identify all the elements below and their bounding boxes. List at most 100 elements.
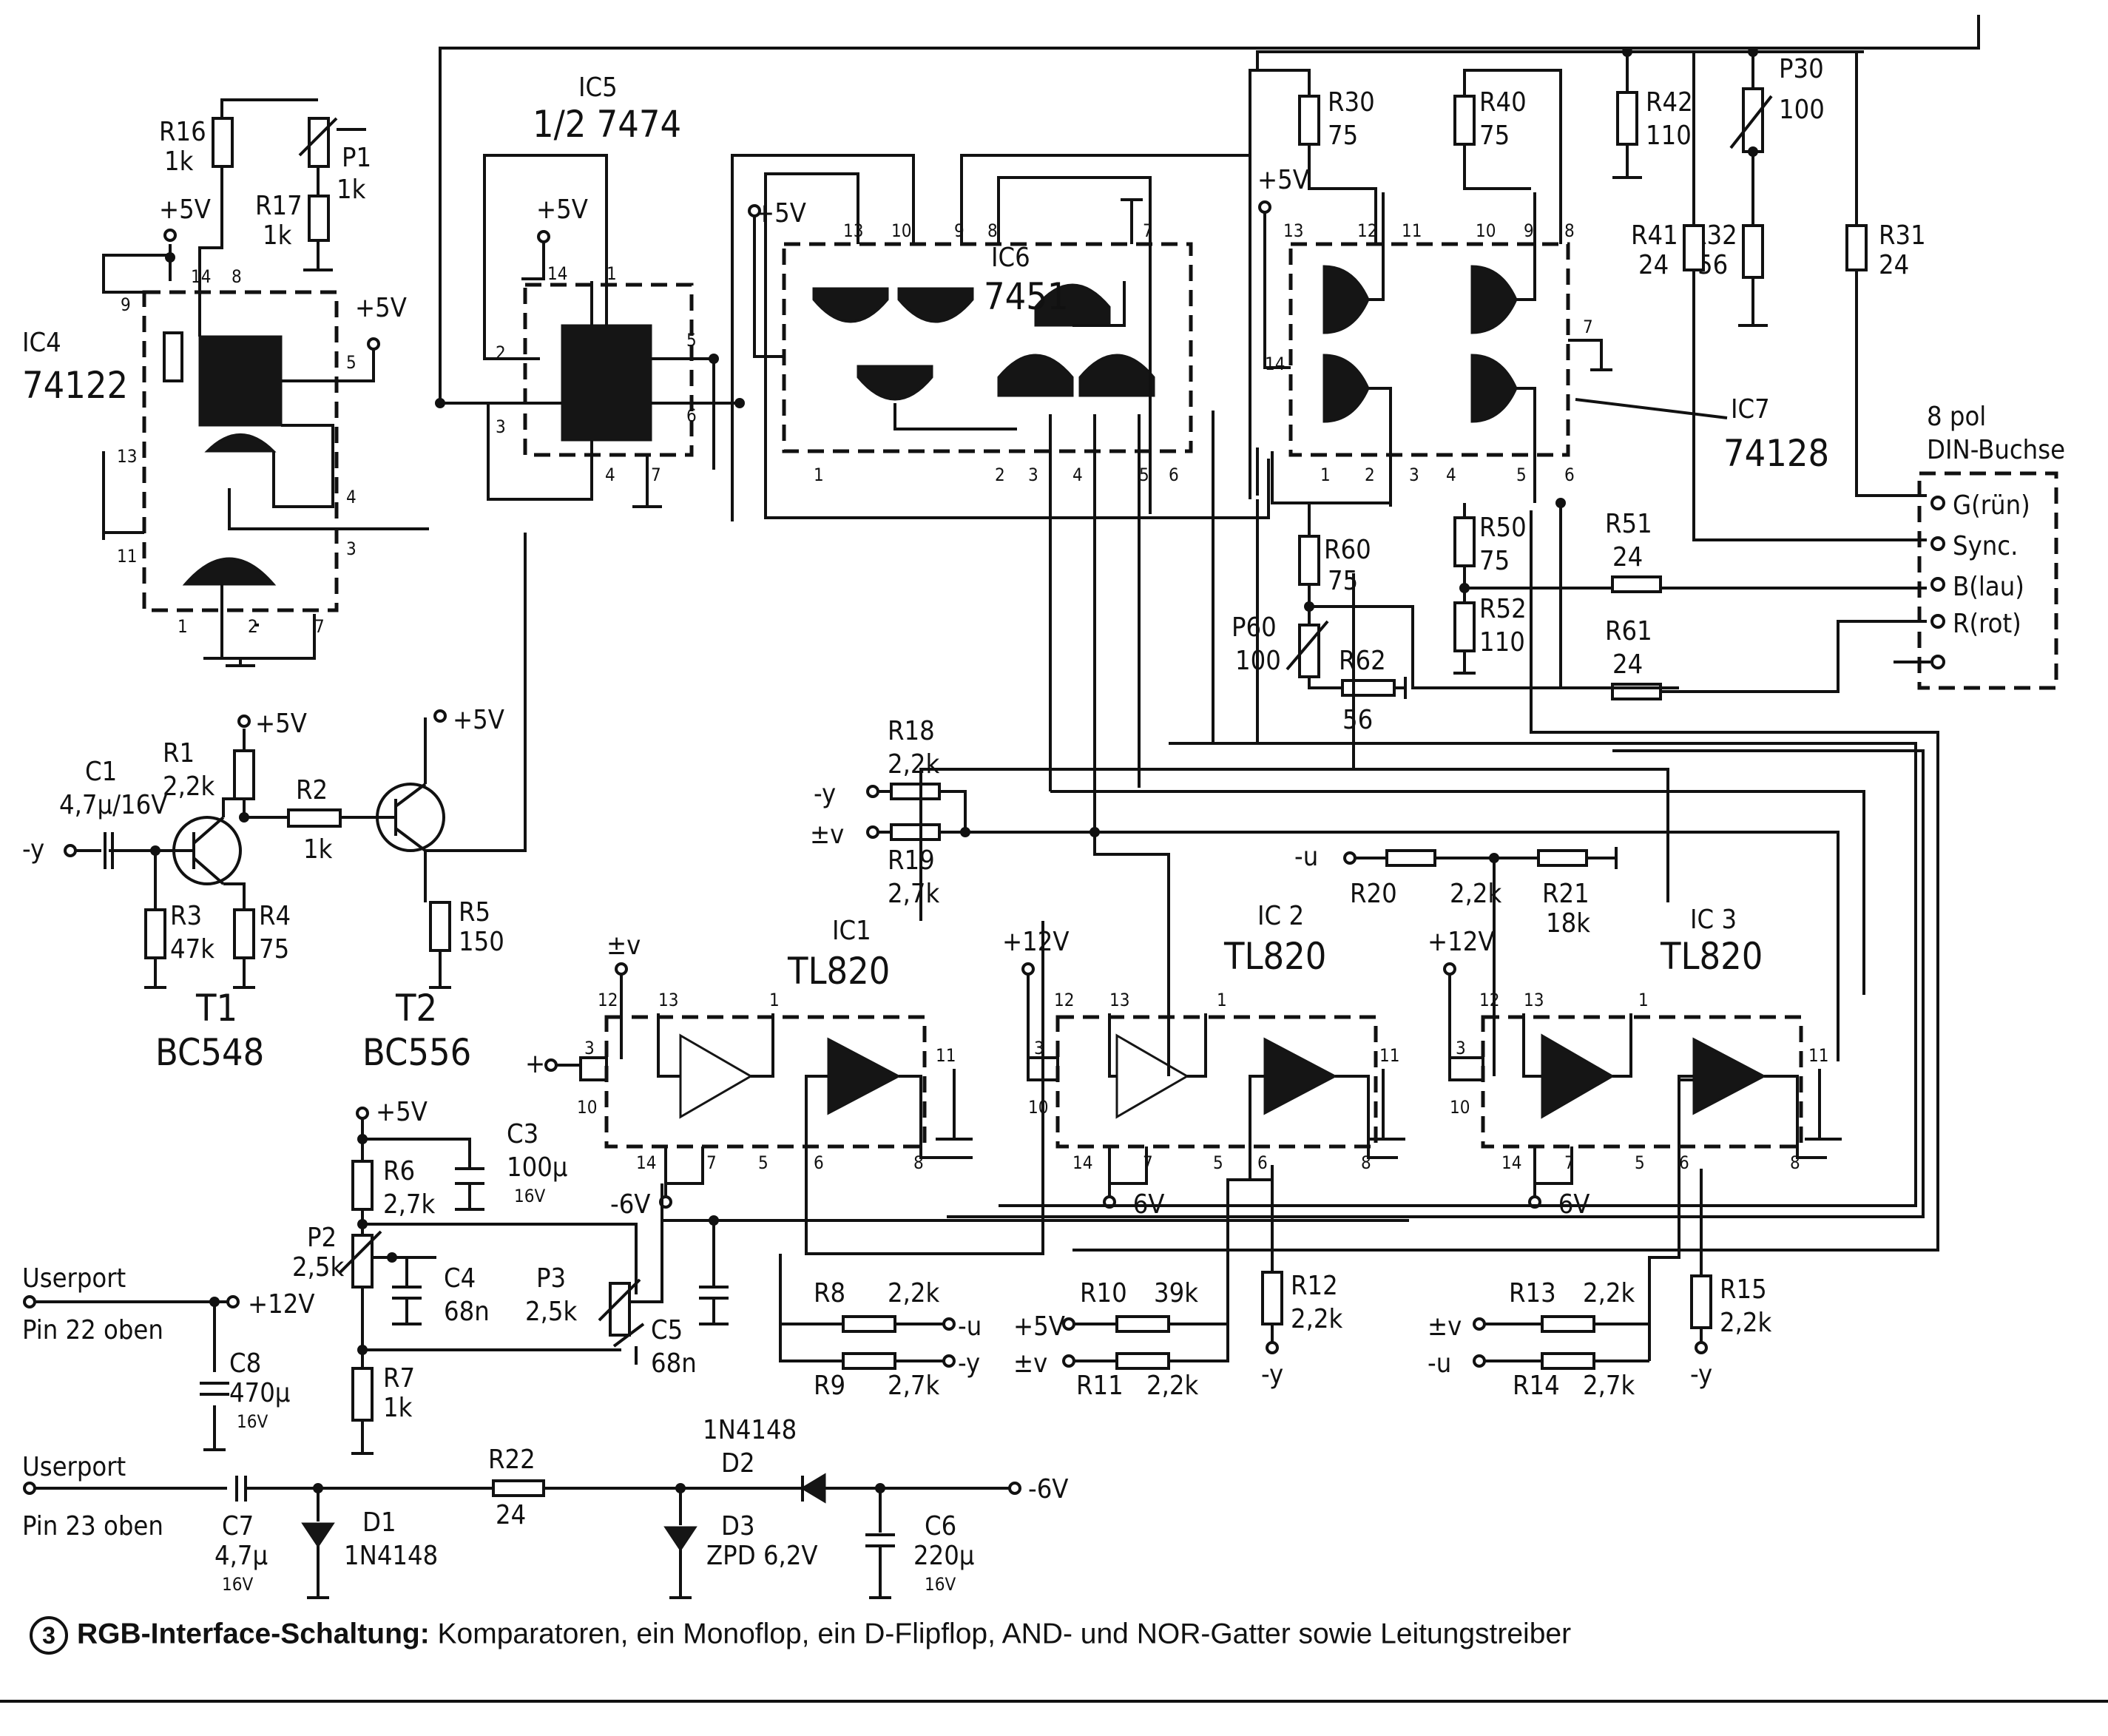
power-supply: Userport Pin 22 oben +12V C8 470µ 16V Us… <box>22 1263 1068 1599</box>
svg-text:5: 5 <box>686 330 697 351</box>
svg-text:11: 11 <box>1808 1045 1828 1066</box>
svg-text:14: 14 <box>1501 1152 1521 1173</box>
svg-text:2,7k: 2,7k <box>383 1189 435 1220</box>
svg-text:R12: R12 <box>1291 1271 1338 1301</box>
output-network: R30 75 R40 75 R42 110 P30 100 R32 56 R41… <box>439 15 1980 735</box>
din-pin-b: B(lau) <box>1953 572 2024 602</box>
svg-text:R19: R19 <box>888 845 935 876</box>
svg-text:ZPD 6,2V: ZPD 6,2V <box>706 1541 818 1571</box>
svg-text:IC 2: IC 2 <box>1257 901 1304 931</box>
svg-text:24: 24 <box>1612 649 1643 680</box>
svg-text:P30: P30 <box>1779 54 1824 84</box>
svg-text:5: 5 <box>1635 1152 1645 1173</box>
svg-text:5: 5 <box>758 1152 768 1173</box>
svg-text:1: 1 <box>769 990 780 1010</box>
svg-text:13: 13 <box>117 446 137 467</box>
svg-text:10: 10 <box>577 1097 597 1118</box>
comparator-input-resistors: R8 2,2k R9 2,7k -u -y R10 39k R11 2,2k +… <box>779 1078 1771 1401</box>
svg-text:R60: R60 <box>1324 535 1371 565</box>
svg-text:14: 14 <box>1265 354 1285 374</box>
svg-text:8: 8 <box>987 220 998 241</box>
svg-text:24: 24 <box>1638 250 1669 280</box>
svg-text:R42: R42 <box>1646 87 1693 118</box>
svg-text:2: 2 <box>1365 465 1375 485</box>
svg-text:16V: 16V <box>237 1411 268 1432</box>
svg-text:150: 150 <box>459 927 504 957</box>
svg-text:14: 14 <box>636 1152 656 1173</box>
svg-text:4: 4 <box>1072 465 1083 485</box>
svg-text:D1: D1 <box>362 1507 396 1538</box>
svg-text:R22: R22 <box>488 1445 536 1475</box>
svg-text:±v: ±v <box>810 820 844 850</box>
svg-text:13: 13 <box>1524 990 1544 1010</box>
svg-text:24: 24 <box>1879 250 1909 280</box>
svg-text:1: 1 <box>1217 990 1227 1010</box>
svg-text:24: 24 <box>496 1500 526 1530</box>
svg-text:R6: R6 <box>383 1156 415 1186</box>
svg-text:10: 10 <box>1450 1097 1470 1118</box>
svg-text:R18: R18 <box>888 716 935 746</box>
svg-text:2,7k: 2,7k <box>888 879 939 909</box>
svg-text:R11: R11 <box>1076 1371 1124 1401</box>
svg-text:2,2k: 2,2k <box>1146 1371 1198 1401</box>
svg-text:-y: -y <box>1261 1360 1283 1390</box>
svg-text:8 pol: 8 pol <box>1927 402 1986 432</box>
svg-text:14: 14 <box>547 263 567 284</box>
svg-text:R31: R31 <box>1879 220 1926 251</box>
svg-text:4: 4 <box>1446 465 1456 485</box>
svg-text:-y: -y <box>22 834 44 865</box>
svg-text:C4: C4 <box>444 1263 476 1294</box>
ic4-vcc-label: +5V <box>159 195 211 225</box>
svg-text:C3: C3 <box>507 1119 538 1149</box>
svg-text:R51: R51 <box>1605 509 1652 539</box>
svg-text:75: 75 <box>1328 121 1358 151</box>
svg-text:1: 1 <box>1320 465 1331 485</box>
svg-text:Userport: Userport <box>22 1263 126 1294</box>
svg-text:3: 3 <box>1028 465 1038 485</box>
din-pin-g: G(rün) <box>1953 490 2030 521</box>
svg-text:Pin 22 oben: Pin 22 oben <box>22 1315 163 1345</box>
svg-text:IC5: IC5 <box>578 72 618 103</box>
svg-text:Pin 23 oben: Pin 23 oben <box>22 1511 163 1541</box>
svg-text:+5V: +5V <box>453 705 504 735</box>
svg-text:P3: P3 <box>536 1263 566 1294</box>
svg-text:68n: 68n <box>651 1348 697 1379</box>
svg-text:P2: P2 <box>307 1223 337 1253</box>
svg-text:1N4148: 1N4148 <box>703 1415 797 1445</box>
svg-text:C8: C8 <box>229 1348 261 1379</box>
svg-text:+5V: +5V <box>536 195 588 225</box>
svg-text:6: 6 <box>1257 1152 1268 1173</box>
svg-text:2,2k: 2,2k <box>1291 1304 1342 1334</box>
svg-text:TL820: TL820 <box>787 950 890 993</box>
interconnect-wires <box>919 411 1939 1252</box>
bottom-rule <box>0 1700 2108 1703</box>
svg-text:R52: R52 <box>1479 594 1527 624</box>
svg-text:-u: -u <box>1294 842 1318 872</box>
caption-title: RGB-Interface-Schaltung: <box>77 1618 430 1650</box>
svg-text:110: 110 <box>1646 121 1692 151</box>
svg-text:R9: R9 <box>814 1371 845 1401</box>
svg-text:R17: R17 <box>255 191 303 221</box>
svg-text:R5: R5 <box>459 897 490 928</box>
svg-text:+12V: +12V <box>1428 927 1495 957</box>
svg-text:6: 6 <box>1169 465 1179 485</box>
svg-text:1k: 1k <box>303 834 333 865</box>
svg-text:470µ: 470µ <box>229 1378 290 1408</box>
svg-text:+: + <box>525 1049 545 1079</box>
svg-text:+12V: +12V <box>1002 927 1070 957</box>
svg-text:1: 1 <box>814 465 824 485</box>
svg-text:24: 24 <box>1612 542 1643 573</box>
svg-text:2,2k: 2,2k <box>888 1278 939 1308</box>
ic4-type: 74122 <box>22 364 128 407</box>
svg-text:8: 8 <box>1564 220 1575 241</box>
svg-text:75: 75 <box>259 934 289 965</box>
svg-text:R30: R30 <box>1328 87 1375 118</box>
svg-text:R16: R16 <box>159 117 206 147</box>
caption-text: Komparatoren, ein Monoflop, ein D-Flipfl… <box>437 1618 1572 1650</box>
